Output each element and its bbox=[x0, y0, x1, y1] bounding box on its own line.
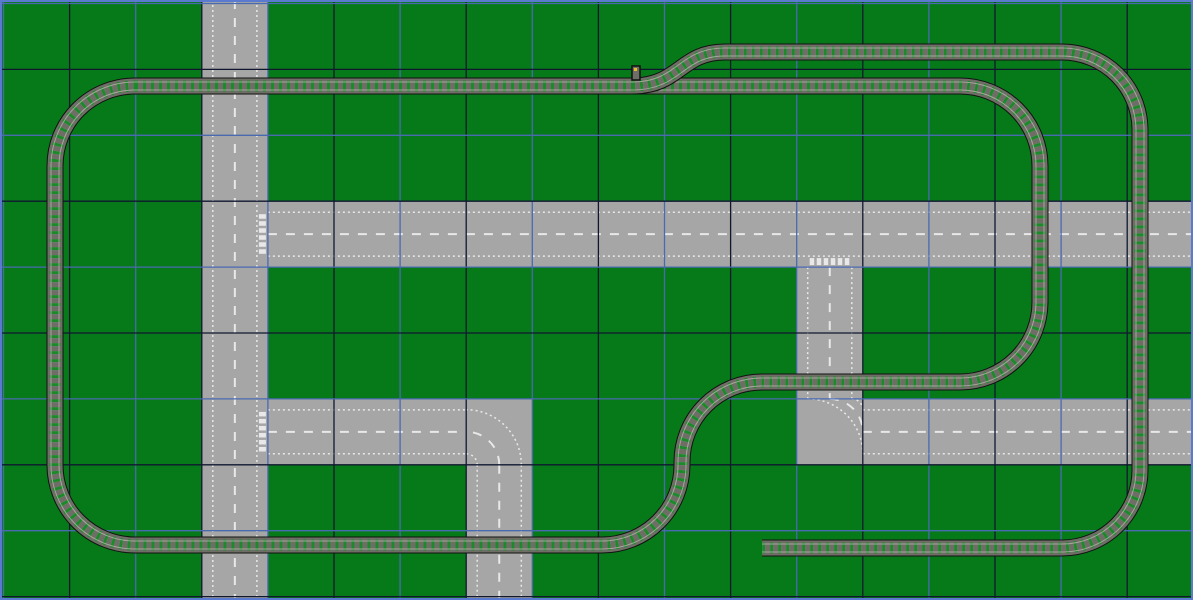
crosswalk-stripe bbox=[258, 249, 266, 254]
curve-down[interactable] bbox=[466, 398, 533, 465]
crosswalk-stripe bbox=[258, 432, 266, 438]
crosswalk-stripe bbox=[258, 418, 266, 424]
road-edge-line bbox=[466, 453, 478, 465]
crosswalk-stripe bbox=[809, 258, 815, 266]
main-loop[interactable] bbox=[46, 77, 1049, 554]
road-surface bbox=[796, 398, 863, 465]
crosswalk-stripe bbox=[258, 425, 266, 431]
tracks-layer bbox=[46, 43, 1149, 557]
crosswalk bbox=[258, 411, 266, 452]
road-surface bbox=[466, 398, 533, 465]
crosswalk-stripe bbox=[258, 214, 266, 219]
crosswalk-stripe bbox=[258, 242, 266, 247]
curve-right[interactable] bbox=[796, 397, 864, 465]
crosswalk-stripe bbox=[258, 411, 266, 417]
crosswalk bbox=[809, 258, 850, 266]
road-center-line bbox=[466, 430, 501, 465]
vertical-road[interactable] bbox=[201, 0, 268, 600]
crosswalk-stripe bbox=[258, 221, 266, 226]
road-edge-line bbox=[807, 398, 864, 455]
crosswalk bbox=[258, 214, 266, 254]
vertical-road-bottom[interactable] bbox=[466, 464, 533, 600]
track-sleepers-inner bbox=[631, 48, 1144, 552]
crosswalk-stripe bbox=[258, 228, 266, 233]
crosswalk-stripe bbox=[258, 439, 266, 445]
crosswalk-stripe bbox=[844, 258, 850, 266]
crosswalk-stripe bbox=[823, 258, 829, 266]
track-ties bbox=[631, 48, 1144, 552]
outer-loop[interactable] bbox=[631, 43, 1149, 557]
road-edge-line bbox=[466, 408, 523, 465]
track-sleepers-inner bbox=[51, 82, 1044, 549]
crosswalk-stripe bbox=[837, 258, 843, 266]
switch-lever-icon[interactable] bbox=[631, 65, 641, 81]
track-ties bbox=[51, 82, 1044, 549]
crosswalk-stripe bbox=[816, 258, 822, 266]
crosswalk-stripe bbox=[258, 446, 266, 452]
crosswalk-stripe bbox=[258, 235, 266, 240]
crosswalk-stripe bbox=[830, 258, 836, 266]
horizontal-road-lower-left[interactable] bbox=[267, 398, 467, 465]
switch-signal-icon bbox=[634, 68, 637, 71]
